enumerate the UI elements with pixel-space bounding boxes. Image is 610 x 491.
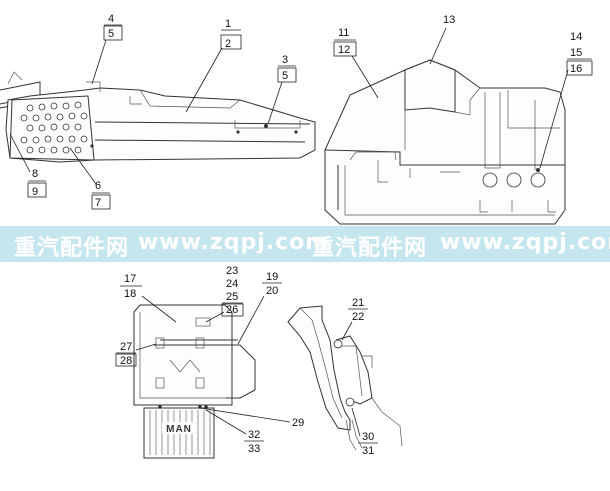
watermark-url-left: www.zqpj.com [138,230,330,255]
callout-11: 11 [338,27,349,39]
callouts-bottom-left: 17 18 23 24 25 26 19 20 27 28 29 32 33 [115,265,304,455]
callout-7: 7 [95,197,101,209]
side-step-panel-drawing [0,71,316,163]
callout-5: 5 [108,28,114,40]
watermark-cn-right: 重汽配件网 [312,236,428,261]
callout-12: 12 [338,44,350,56]
callouts-bottom-right: 21 22 30 31 [341,297,378,457]
callout-31: 31 [362,445,374,457]
callout-2: 2 [225,38,231,50]
callout-15: 15 [570,47,582,59]
callouts-top-right: 11 12 13 14 15 16 [333,14,593,169]
intake-duct-drawing [287,305,403,451]
callout-9: 9 [32,186,38,198]
callout-26: 26 [226,304,238,316]
callout-16: 16 [570,63,582,75]
callout-28: 28 [120,355,132,367]
callout-17: 17 [124,273,136,285]
callout-19: 19 [266,271,278,283]
filter-housing-drawing: MAN [133,304,256,459]
callout-21: 21 [352,297,364,309]
callout-1: 1 [225,18,231,30]
callout-8: 8 [32,168,38,180]
callout-25: 25 [226,291,238,303]
callout-29: 29 [292,417,304,429]
callout-18: 18 [124,288,136,300]
watermark-url-right: www.zqpj.com [440,230,610,255]
callout-30: 30 [362,431,374,443]
callout-27: 27 [120,341,132,353]
callout-33: 33 [248,443,260,455]
callout-5-right: 5 [282,70,288,82]
callout-14: 14 [570,31,582,43]
watermark-cn-left: 重汽配件网 [14,236,130,261]
callout-22: 22 [352,311,364,323]
callouts-top-left: 4 5 1 2 3 5 8 9 6 7 [9,13,297,210]
callout-4: 4 [108,13,114,25]
callout-24: 24 [226,278,238,290]
callout-13: 13 [443,14,455,26]
step-plate-holes [20,101,88,154]
callout-32: 32 [248,429,260,441]
callout-6: 6 [95,180,101,192]
watermark-band [0,226,610,262]
callout-23: 23 [226,265,238,277]
air-intake-housing-drawing [324,59,566,225]
callout-3: 3 [282,54,288,66]
callout-20: 20 [266,285,278,297]
man-logo: MAN [166,424,192,435]
